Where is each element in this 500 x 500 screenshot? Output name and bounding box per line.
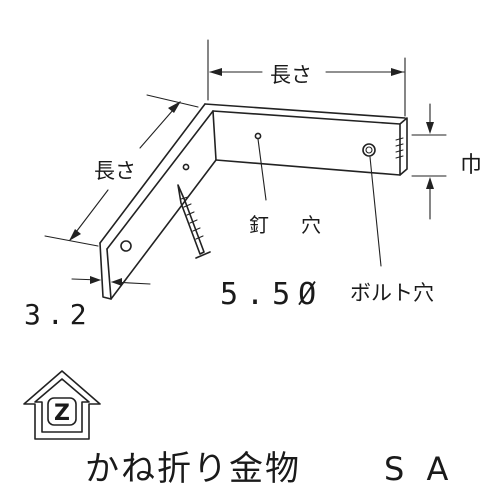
arm-top-back-edge	[204, 103, 406, 119]
diagonal-length-label: 長さ	[94, 159, 136, 183]
nail-head	[195, 251, 211, 259]
diagonal-extension-line-bottom	[44, 235, 99, 247]
logo-house-inner	[34, 378, 90, 433]
bolt-hole-inner-icon	[365, 146, 373, 154]
top-length-label: 長さ	[270, 63, 312, 87]
bolt-hole-leader-line	[369, 156, 382, 267]
diagonal-arm-inner-edge	[110, 159, 217, 300]
diagonal-arrow-bottom-icon	[69, 229, 81, 241]
thickness-label: 3.2	[24, 298, 93, 331]
nail-thread-6	[195, 235, 204, 240]
diagonal-arm-outer-edge	[99, 103, 206, 244]
bend-line	[212, 110, 217, 161]
product-model: S A	[384, 450, 454, 488]
arm-bottom-edge	[215, 159, 401, 176]
diagonal-arm-end	[99, 242, 112, 300]
top-arrow-left-icon	[209, 68, 222, 76]
nail-hole-leader-line	[257, 138, 267, 201]
diagonal-arrow-top-icon	[168, 101, 181, 113]
diagonal-length-dimension: 長さ	[44, 94, 199, 247]
nail-thread-5	[192, 227, 201, 232]
diagonal-nail-hole-icon	[182, 163, 190, 171]
logo-house-outer	[23, 370, 101, 440]
width-dimension: 巾	[411, 103, 482, 220]
top-arrow-right-icon	[391, 68, 404, 76]
diagonal-arm-front-edge	[106, 110, 214, 250]
nail-hole-icon	[254, 132, 262, 140]
logo-letter: Z	[54, 401, 70, 426]
nail-thread-3	[186, 211, 195, 216]
top-length-dimension: 長さ	[207, 39, 406, 117]
arm-end-hatch-3	[395, 149, 404, 153]
nail-thread-4	[189, 219, 198, 224]
width-arrow-down-icon	[426, 122, 434, 134]
arm-top-front-edge	[212, 110, 401, 125]
diagonal-bolt-hole-icon	[120, 240, 132, 252]
nail-icon	[177, 184, 211, 259]
arm-end-face	[399, 117, 408, 176]
z-house-logo-icon: Z	[23, 370, 101, 440]
thickness-arrow-left-icon	[111, 278, 122, 286]
arm-end-hatch-2	[395, 143, 404, 147]
logo-letter-frame	[47, 397, 77, 426]
nail-thread-1	[180, 196, 189, 200]
bolt-hole-icon	[362, 143, 376, 157]
product-title: かね折り金物	[85, 449, 301, 489]
arm-end-hatch-4	[395, 155, 404, 159]
nail-thread-2	[183, 203, 192, 208]
bolt-hole-label: ボルト穴	[350, 281, 434, 305]
diagonal-extension-line-top	[146, 94, 199, 108]
thickness-arrow-right-icon	[90, 276, 101, 284]
thickness-dimension: 3.2	[24, 276, 151, 331]
arm-end-hatch-1	[395, 137, 404, 141]
l-bracket	[99, 103, 408, 300]
nail-shank	[177, 184, 205, 255]
hole-diameter-label: 5.5Ø	[220, 277, 324, 312]
width-label: 巾	[460, 153, 482, 178]
nail-hole-label: 釘 穴	[249, 213, 327, 237]
width-arrow-up-icon	[426, 177, 434, 189]
